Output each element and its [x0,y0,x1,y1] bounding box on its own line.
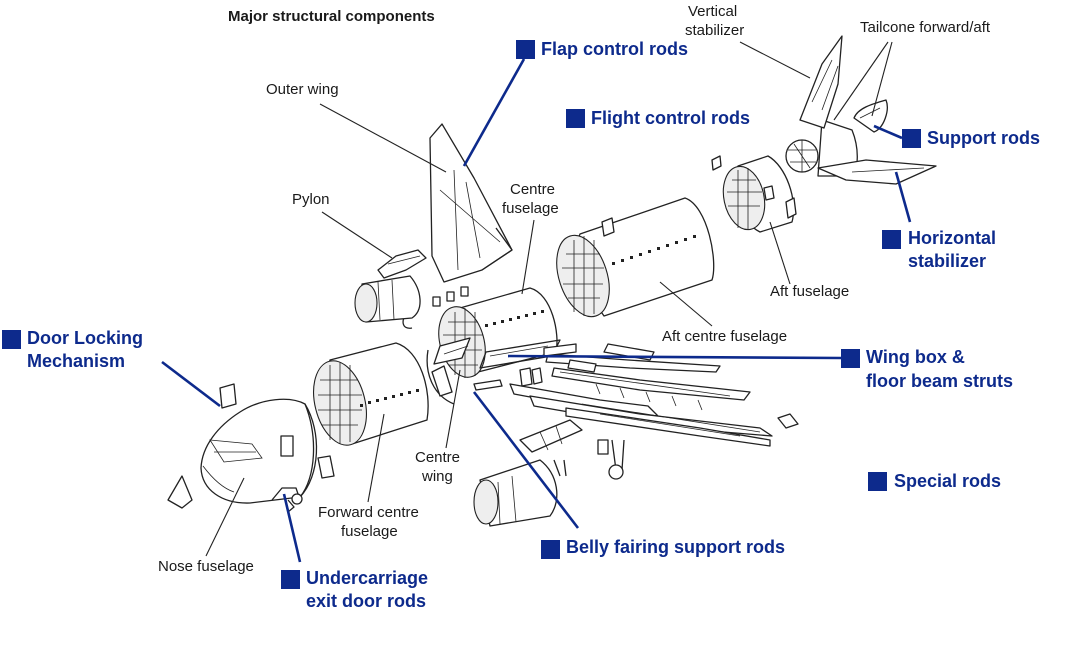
callout-wing-box-floor-beam-struts: Wing box & floor beam struts [507,347,1013,391]
callout-text-line2: exit door rods [306,591,426,611]
leader-tailcone-aft [871,41,893,117]
leader-forward-centre-fuselage [367,413,385,503]
label-outer-wing: Outer wing [266,81,339,98]
callout-belly-fairing-support-rods: Belly fairing support rods [472,391,785,559]
outer-wing-drawing [429,123,513,283]
callout-text: Belly fairing support rods [566,537,785,557]
label-aft-fuselage: Aft fuselage [770,283,849,300]
leader-pylon [321,211,393,259]
label-centre-wing-line2: wing [421,468,453,485]
callout-pointer [873,124,903,140]
callout-text: Special rods [894,471,1001,491]
tail-section-drawing [785,35,937,185]
callout-text-line2: stabilizer [908,251,986,271]
aft-centre-fuselage-drawing [556,197,715,318]
label-centre-wing-line1: Centre [415,449,460,466]
nose-fuselage-drawing [167,383,318,513]
label-forward-centre-fuselage-line2: fuselage [341,523,398,540]
leader-nose-fuselage [205,477,245,557]
callout-text-line2: Mechanism [27,351,125,371]
label-nose-fuselage: Nose fuselage [158,558,254,575]
leader-centre-wing [445,369,461,449]
leader-aft-fuselage [769,221,791,285]
callout-marker [2,330,21,349]
callout-pointer [472,391,580,529]
leader-outer-wing [319,103,447,173]
aft-fuselage-drawing [711,155,797,233]
label-tailcone: Tailcone forward/aft [860,19,991,36]
callout-marker [868,472,887,491]
callout-door-locking-mechanism: Door Locking Mechanism [2,328,221,408]
callout-special-rods: Special rods [868,471,1001,491]
callout-text: Flap control rods [541,39,688,59]
label-vertical-stabilizer-line2: stabilizer [685,22,744,39]
callout-pointer [507,354,842,360]
callout-text-line1: Undercarriage [306,568,428,588]
label-centre-fuselage-line2: fuselage [502,200,559,217]
callout-marker [882,230,901,249]
callout-marker [281,570,300,589]
callout-text: Flight control rods [591,108,750,128]
callout-horizontal-stabilizer: Horizontal stabilizer [882,171,996,271]
callout-support-rods: Support rods [873,124,1040,148]
callout-pointer [894,171,912,223]
callout-undercarriage-exit-door-rods: Undercarriage exit door rods [281,493,428,611]
callout-marker [516,40,535,59]
centre-fuselage-drawing [402,286,561,378]
label-centre-fuselage-line1: Centre [510,181,555,198]
callout-flight-control-rods: Flight control rods [566,108,750,128]
callout-text-line1: Door Locking [27,328,143,348]
callouts: Flap control rods Flight control rods Su… [2,39,1040,611]
callout-pointer [462,58,526,167]
forward-centre-fuselage-drawing [313,342,429,479]
label-aft-centre-fuselage: Aft centre fuselage [662,328,787,345]
callout-flap-control-rods: Flap control rods [462,39,688,167]
centre-wing-drawing [426,337,471,405]
label-forward-centre-fuselage-line1: Forward centre [318,504,419,521]
leader-centre-fuselage [521,219,535,295]
leader-tailcone-fwd [833,41,889,121]
part-labels: Major structural components Outer wing V… [158,3,991,575]
callout-marker [541,540,560,559]
label-vertical-stabilizer-line1: Vertical [688,3,737,20]
callout-text-line1: Wing box & [866,347,965,367]
cabin-windows-forward [360,389,419,407]
aircraft-drawing [167,35,937,527]
label-pylon: Pylon [292,191,330,208]
pylon-drawing [377,249,427,279]
callout-pointer [282,493,302,563]
callout-marker [902,129,921,148]
main-gear-drawing [553,439,625,480]
left-engine-drawing [354,275,421,323]
callout-text-line1: Horizontal [908,228,996,248]
callout-text: Support rods [927,128,1040,148]
leader-vertical-stabilizer [739,41,811,79]
callout-pointer [161,360,221,408]
callout-marker [841,349,860,368]
callout-marker [566,109,585,128]
wing-panels-drawing [473,343,799,447]
callout-text-line2: floor beam struts [866,371,1013,391]
diagram-title: Major structural components [228,8,435,25]
leader-aft-centre-fuselage [659,281,713,327]
